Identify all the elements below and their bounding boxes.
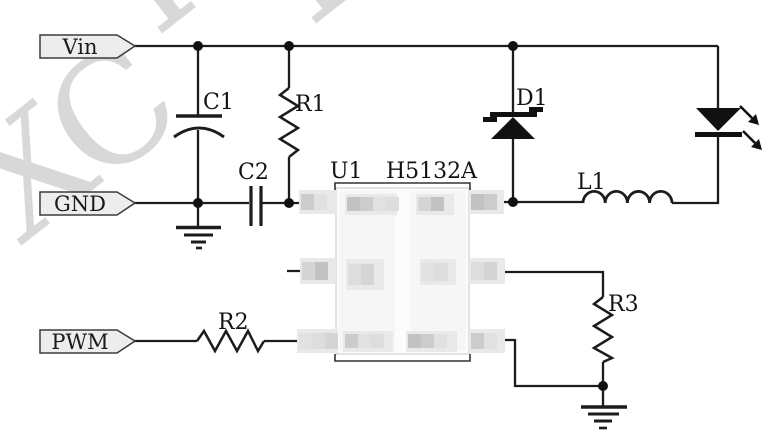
led [695,105,762,150]
label-r1: R1 [295,92,326,117]
label-c2: C2 [238,160,269,185]
led-light-arrows [739,105,762,150]
label-c1: C1 [203,90,234,115]
redacted-pin-label [416,194,454,215]
redacted-pin-label [300,258,336,284]
port-flag-pwm: PWM [39,329,137,354]
port-flag-gnd: GND [39,191,137,216]
redacted-pin-label [345,194,399,215]
redacted-pin-label [420,259,456,285]
redacted-pin-label [469,190,504,214]
port-flag-vin: Vin [39,34,137,59]
redacted-pin-label [346,259,384,290]
ic-redacted-pin-labels [297,190,505,353]
ic-bottom-bracket [334,354,471,362]
schottky-diode-d1 [483,107,543,139]
resistor-r1 [277,87,301,158]
label-u1-part: H5132A [386,159,478,184]
port-label-vin: Vin [61,35,97,59]
port-label-pwm: PWM [51,330,108,354]
port-label-gnd: GND [54,192,106,216]
redacted-pin-label [343,331,393,352]
redacted-pin-label [469,258,505,284]
redacted-pin-label [297,329,338,353]
resistor-r2 [195,328,266,354]
redacted-pin-label [406,331,457,352]
redacted-pin-label [299,190,337,214]
resistor-r3 [591,296,615,364]
label-d1: D1 [516,86,548,111]
inductor-l1 [581,190,674,204]
label-l1: L1 [577,170,606,195]
capacitor-c2 [249,186,263,226]
capacitor-c1 [173,114,225,139]
ground-symbol-right [581,405,627,430]
ground-symbol-left [176,225,221,250]
label-r3: R3 [608,292,639,317]
ic-top-bracket [334,182,471,190]
label-u1: U1 [330,159,363,184]
redacted-pin-label [469,329,505,353]
label-r2: R2 [218,310,249,335]
junction-dots [193,41,608,391]
